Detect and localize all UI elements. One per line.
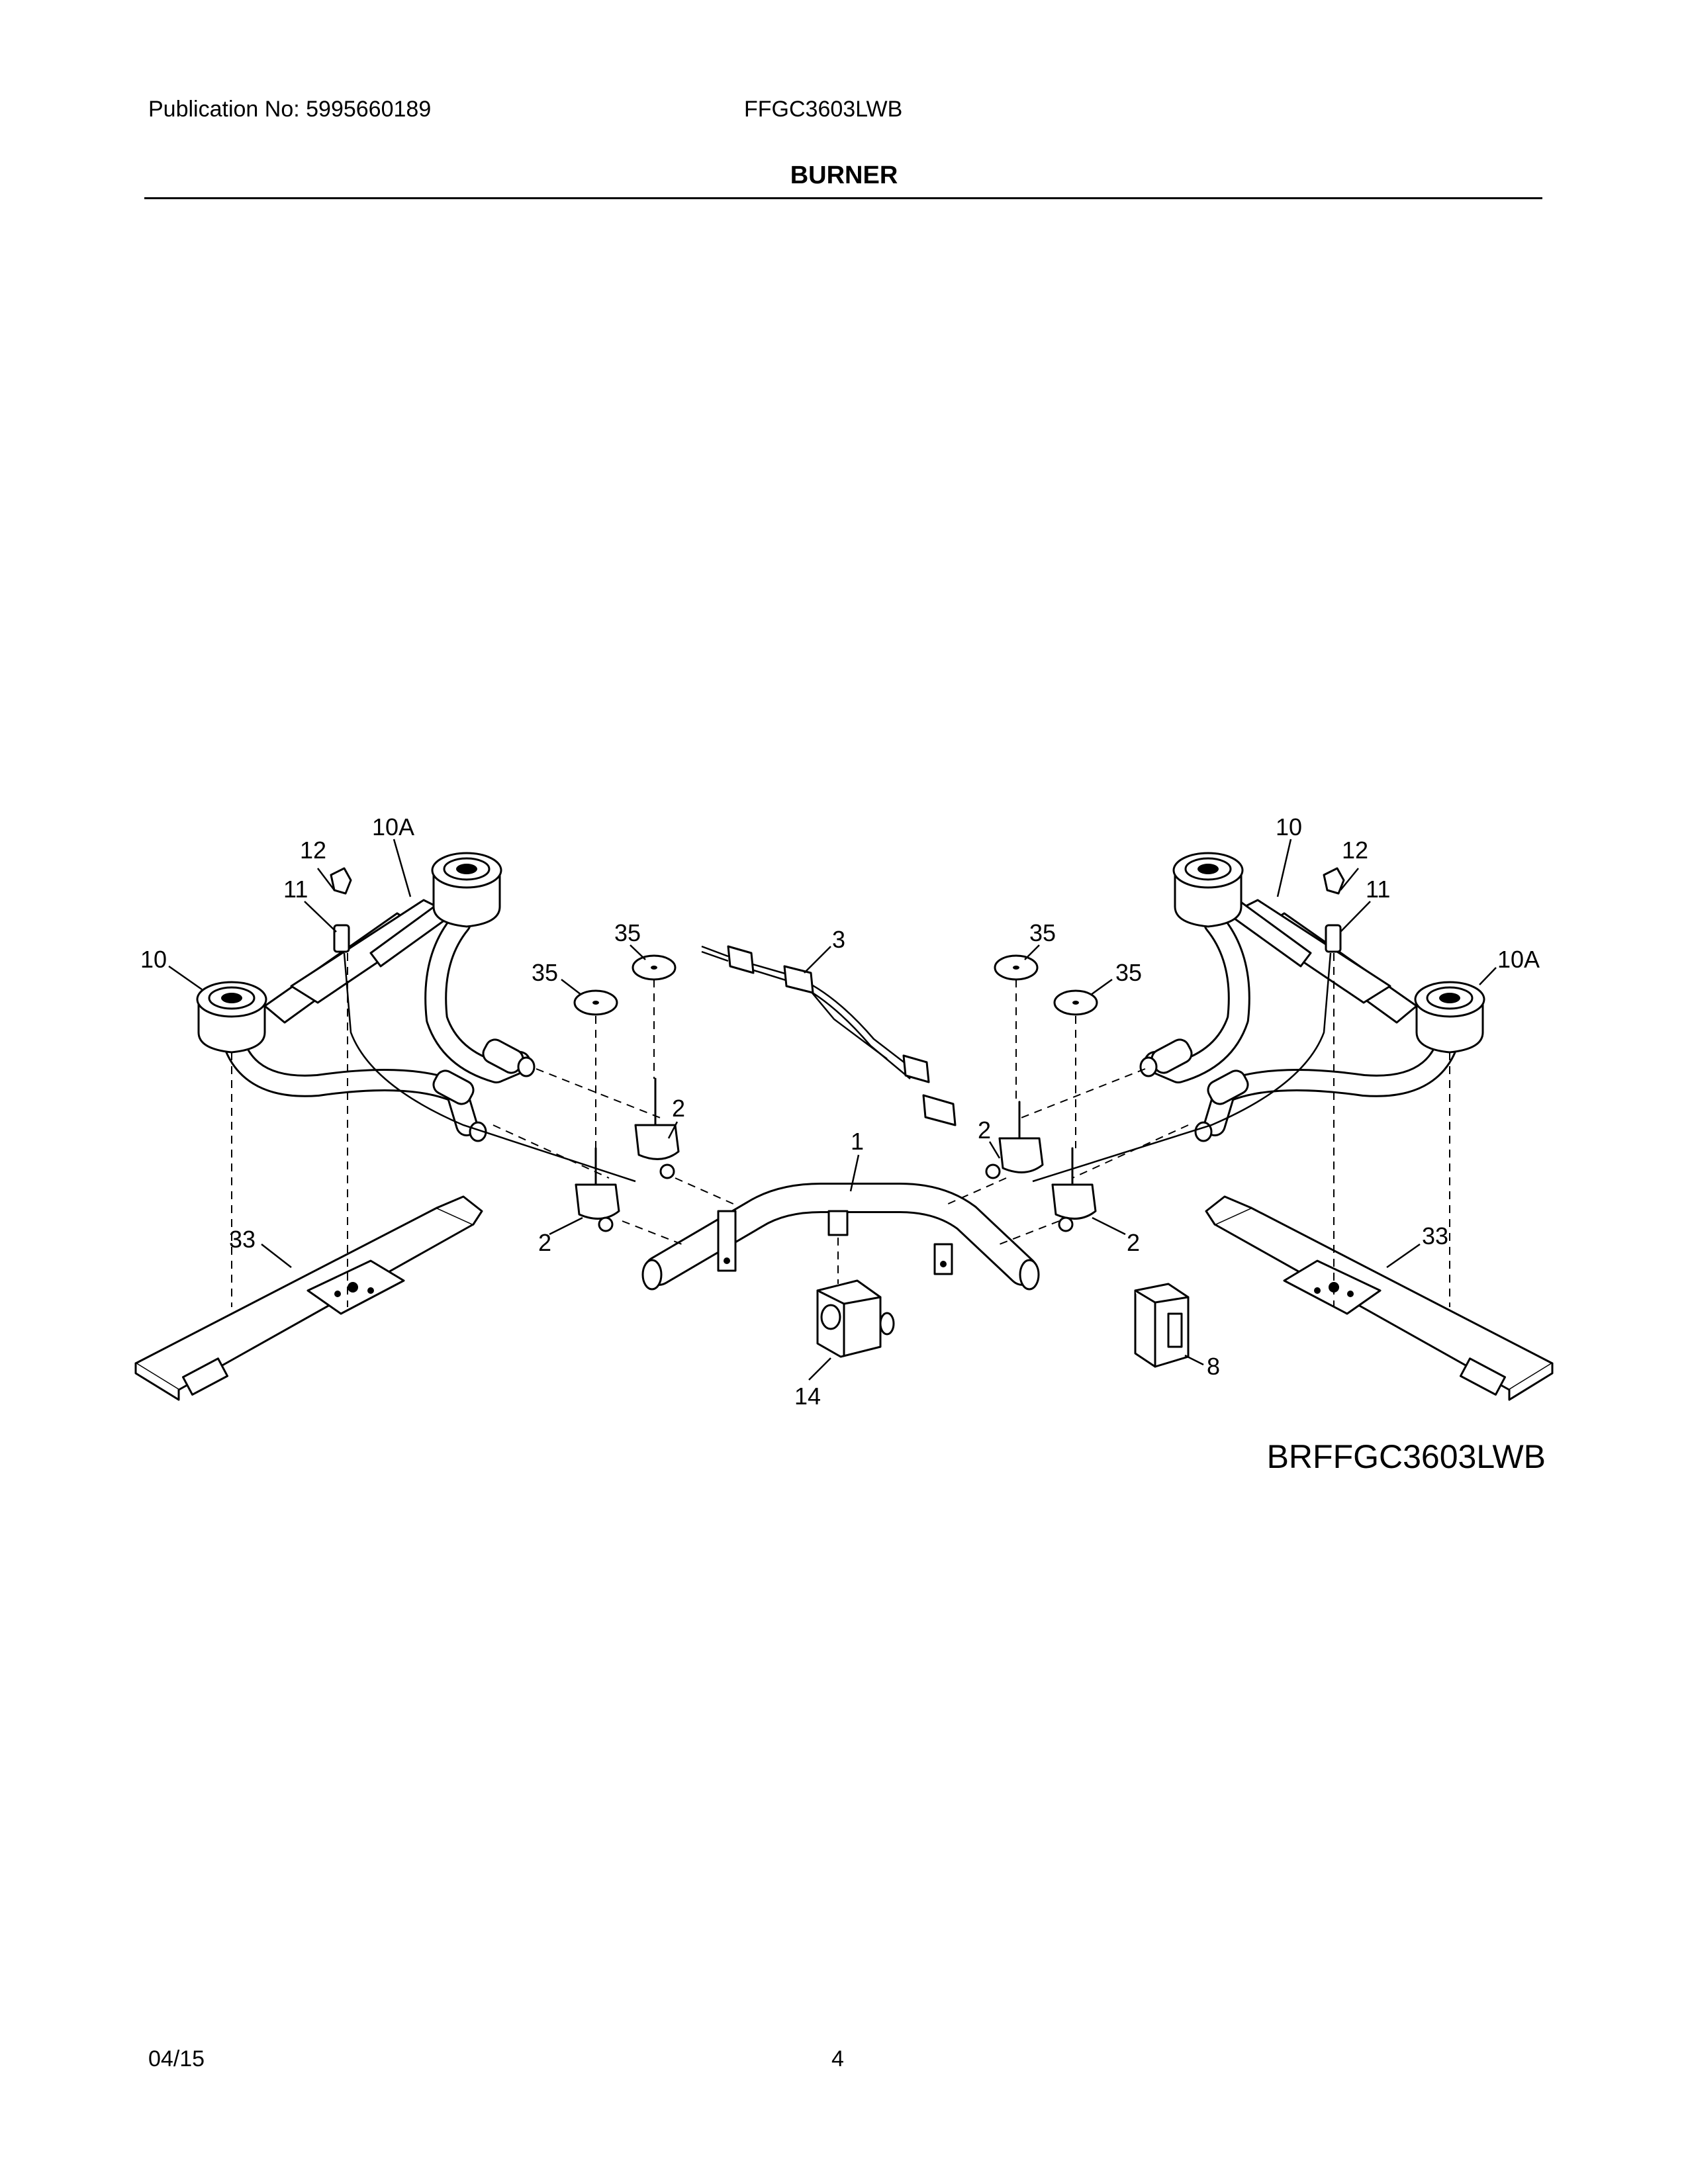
callout-2-a: 2: [672, 1095, 685, 1122]
callout-2-b: 2: [538, 1229, 551, 1256]
washer-35-b: [632, 954, 677, 981]
callout-2-c: 2: [978, 1116, 991, 1144]
header-divider: [144, 197, 1542, 199]
callout-10-left: 10: [140, 946, 167, 973]
callout-2-d: 2: [1127, 1229, 1140, 1256]
callout-35-d: 35: [1115, 959, 1142, 986]
diagram-code: BRFFGC3603LWB: [1266, 1438, 1546, 1475]
callout-10a-right: 10A: [1497, 946, 1540, 973]
burner-10-left: [196, 981, 267, 1054]
callout-33-right: 33: [1422, 1222, 1448, 1250]
callout-10a-left: 10A: [372, 813, 414, 841]
callout-11-left: 11: [283, 876, 308, 903]
clip-12-right: [1323, 867, 1345, 895]
callout-10-right: 10: [1276, 813, 1302, 841]
ignition-harness-3: [701, 945, 957, 1126]
burner-10a-left: [431, 852, 502, 928]
section-title: BURNER: [790, 161, 898, 189]
alignment-lines: [231, 953, 1450, 1307]
burner-10a-right: [1414, 981, 1485, 1054]
bracket-33-left: [134, 1195, 483, 1401]
washer-35-c: [994, 954, 1039, 981]
callout-12-left: 12: [300, 837, 326, 864]
orifice-fitting-left-upper: [482, 1038, 536, 1077]
valve-2-d: [1051, 1147, 1097, 1232]
callout-35-a: 35: [614, 919, 641, 946]
callout-12-right: 12: [1342, 837, 1368, 864]
callout-11-right: 11: [1366, 876, 1390, 903]
valve-2-c: [985, 1101, 1044, 1179]
callout-14: 14: [794, 1383, 821, 1410]
right-burner-assembly: [1032, 852, 1485, 1183]
igniter-11-left: [333, 924, 350, 953]
callout-8: 8: [1207, 1353, 1220, 1380]
page-number: 4: [831, 2046, 844, 2071]
orifice-fitting-right-upper: [1139, 1038, 1193, 1077]
publication-number: Publication No: 5995660189: [148, 97, 432, 122]
spark-module-8: [1134, 1283, 1190, 1368]
callout-3: 3: [832, 926, 845, 953]
clip-12-left: [330, 867, 352, 895]
valve-2-b: [575, 1147, 620, 1232]
model-number: FFGC3603LWB: [744, 97, 903, 122]
callout-1: 1: [851, 1128, 864, 1155]
burner-10-right: [1172, 852, 1244, 928]
washer-35-d: [1053, 989, 1098, 1016]
left-burner-assembly: [196, 852, 636, 1183]
regulator-14: [816, 1279, 895, 1358]
callout-33-left: 33: [229, 1226, 256, 1253]
bracket-33-right: [1205, 1195, 1554, 1401]
igniter-11-right: [1325, 924, 1342, 953]
callout-35-b: 35: [532, 959, 558, 986]
washer-35-a: [573, 989, 618, 1016]
manifold-1: [641, 1183, 1040, 1291]
callout-35-c: 35: [1029, 919, 1056, 946]
leader-lines: [168, 839, 1497, 1381]
valve-2-a: [634, 1077, 680, 1179]
footer-date: 04/15: [148, 2046, 205, 2071]
